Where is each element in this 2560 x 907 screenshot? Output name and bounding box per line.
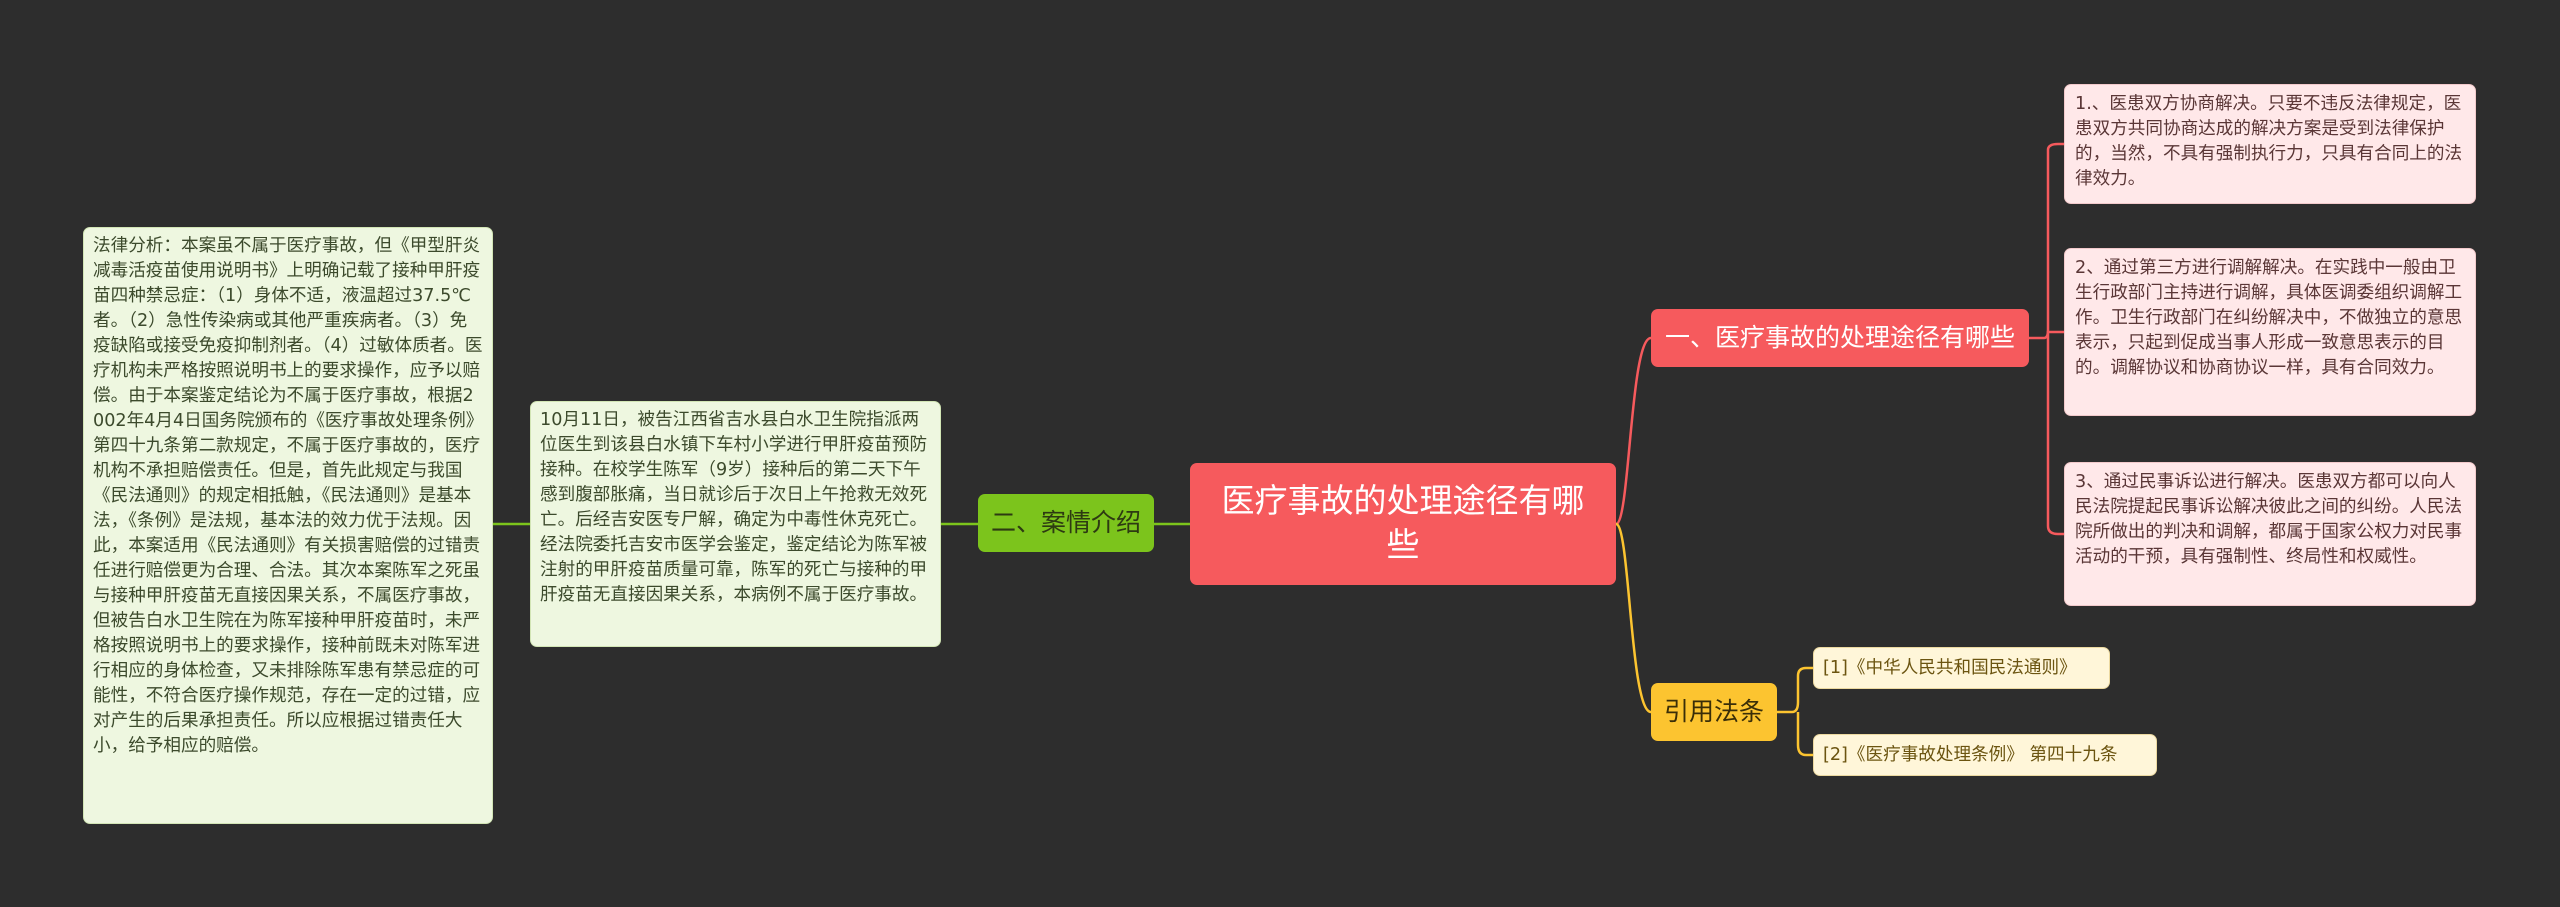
connector-b3-y2 bbox=[1796, 712, 1813, 757]
connector-root-b3 bbox=[1614, 522, 1652, 714]
leaf-case-description[interactable]: 10月11日，被告江西省吉水县白水卫生院指派两位医生到该县白水镇下车村小学进行甲… bbox=[530, 401, 941, 647]
leaf-method-negotiation[interactable]: 1.、医患双方协商解决。只要不违反法律规定，医患双方共同协商达成的解决方案是受到… bbox=[2064, 84, 2476, 204]
connector-root-b1 bbox=[1614, 336, 1652, 526]
branch-cited-laws[interactable]: 引用法条 bbox=[1651, 683, 1777, 741]
connector-b1-r2 bbox=[2046, 330, 2064, 338]
connector-b1-r1 bbox=[2029, 142, 2064, 340]
leaf-law-civil-code[interactable]: [1]《中华人民共和国民法通则》 bbox=[1813, 647, 2110, 689]
leaf-method-litigation[interactable]: 3、通过民事诉讼进行解决。医患双方都可以向人民法院提起民事诉讼解决彼此之间的纠纷… bbox=[2064, 462, 2476, 606]
leaf-legal-analysis[interactable]: 法律分析：本案虽不属于医疗事故，但《甲型肝炎减毒活疫苗使用说明书》上明确记载了接… bbox=[83, 227, 493, 824]
branch-handling-methods[interactable]: 一、医疗事故的处理途径有哪些 bbox=[1651, 309, 2029, 367]
leaf-law-medical-regulation[interactable]: [2]《医疗事故处理条例》 第四十九条 bbox=[1813, 734, 2157, 776]
connector-b3-y1 bbox=[1777, 666, 1813, 714]
connector-b1-r3 bbox=[2046, 338, 2064, 536]
branch-case-intro[interactable]: 二、案情介绍 bbox=[978, 494, 1154, 552]
root-topic[interactable]: 医疗事故的处理途径有哪些 bbox=[1190, 463, 1616, 585]
leaf-method-mediation[interactable]: 2、通过第三方进行调解解决。在实践中一般由卫生行政部门主持进行调解，具体医调委组… bbox=[2064, 248, 2476, 416]
